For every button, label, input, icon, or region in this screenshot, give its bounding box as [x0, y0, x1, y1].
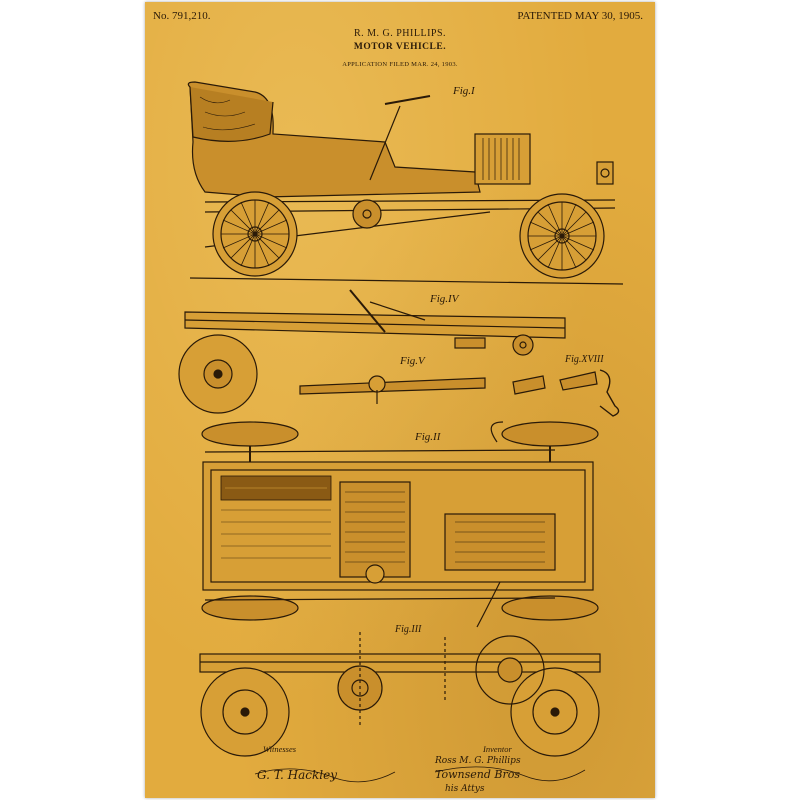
attorney-note: his Attys: [445, 784, 485, 794]
figure-3-side-section: [199, 632, 601, 757]
inventor-name: R. M. G. PHILLIPS.: [353, 28, 447, 39]
application-filed: APPLICATION FILED MAR. 24, 1903.: [342, 61, 458, 68]
fig3-label: Fig.III: [394, 624, 422, 635]
witness-signature: G. T. Hackley: [257, 768, 337, 782]
patent-drawings: Fig.I Fig.IV Fig.V Fig.XVIII Fig.II Fig.…: [178, 81, 624, 783]
fig4-label: Fig.IV: [429, 293, 460, 305]
patent-sheet: No. 791,210. PATENTED MAY 30, 1905. R. M…: [145, 2, 655, 798]
figure-1-side-view: [187, 81, 624, 285]
patent-title: MOTOR VEHICLE.: [353, 42, 447, 52]
inventor-label: Inventor: [483, 744, 512, 754]
fig18-label: Fig.XVIII: [564, 354, 604, 365]
attorney-signature: Townsend Bros: [435, 768, 520, 781]
patent-date: PATENTED MAY 30, 1905.: [517, 10, 643, 22]
witnesses-label: Witnesses: [263, 744, 297, 754]
figure-5-and-18: [299, 369, 620, 417]
patent-number: No. 791,210.: [153, 10, 211, 22]
figure-2-plan-view: [201, 421, 599, 628]
fig2-label: Fig.II: [414, 431, 442, 443]
figure-4-frame: [178, 289, 566, 414]
fig1-label: Fig.I: [452, 85, 476, 97]
fig5-label: Fig.V: [399, 355, 426, 367]
inventor-signature: Ross M. G. Phillips: [435, 756, 521, 766]
